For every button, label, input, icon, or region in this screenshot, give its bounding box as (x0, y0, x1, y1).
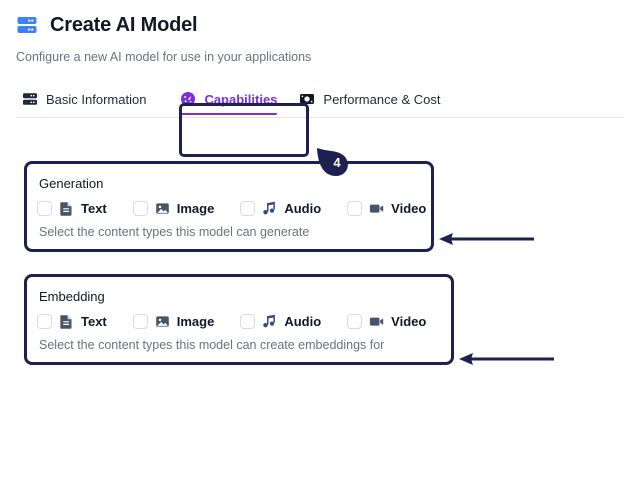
video-camera-icon (369, 314, 384, 329)
option-label: Video (391, 314, 427, 329)
active-tab-underline (180, 112, 278, 115)
tab-performance-cost[interactable]: Performance & Cost (293, 85, 454, 117)
annotation-step-badge: 4 (316, 147, 352, 177)
option-label: Text (81, 314, 107, 329)
option-label: Audio (284, 201, 322, 216)
image-icon (155, 314, 170, 329)
checkbox-embedding-image[interactable] (132, 314, 148, 329)
tab-label: Performance & Cost (323, 91, 441, 107)
tab-basic-information[interactable]: Basic Information (16, 85, 160, 117)
option-label: Text (81, 201, 107, 216)
gauge-icon (180, 91, 196, 107)
checkbox-embedding-text[interactable] (37, 314, 52, 329)
page-subtitle: Configure a new AI model for use in your… (16, 50, 312, 64)
tab-capabilities[interactable]: Capabilities (168, 85, 293, 117)
section-title: Embedding (39, 289, 105, 304)
section-embedding: Embedding Text (24, 274, 454, 365)
section-generation: Generation Text (24, 161, 434, 252)
server-icon (22, 91, 38, 107)
checkbox-generation-audio[interactable] (240, 201, 256, 216)
section-help-text: Select the content types this model can … (39, 338, 385, 352)
checkbox-embedding-audio[interactable] (240, 314, 256, 329)
database-icon (16, 14, 38, 36)
option-label: Audio (284, 314, 322, 329)
annotation-arrow-generation (438, 228, 538, 250)
music-note-icon (262, 201, 277, 216)
option-embedding-text[interactable]: Text (37, 314, 107, 329)
option-label: Image (176, 201, 215, 216)
banknote-icon (299, 91, 315, 107)
file-text-icon (59, 201, 74, 216)
section-help-text: Select the content types this model can … (39, 225, 310, 239)
option-generation-text[interactable]: Text (37, 201, 107, 216)
image-icon (155, 201, 170, 216)
tab-bar: Basic Information Capabilities Performan… (0, 65, 640, 118)
option-generation-video[interactable]: Video (347, 201, 426, 216)
option-embedding-video[interactable]: Video (347, 314, 426, 329)
option-label: Image (176, 314, 215, 329)
embedding-options: Text Image (37, 314, 439, 329)
tab-bar-divider (16, 117, 624, 118)
video-camera-icon (369, 201, 384, 216)
option-label: Video (391, 201, 427, 216)
checkbox-generation-image[interactable] (132, 201, 148, 216)
tab-label: Capabilities (204, 91, 278, 107)
checkbox-generation-text[interactable] (37, 201, 52, 216)
option-embedding-audio[interactable]: Audio (240, 314, 321, 329)
capabilities-sections: Generation Text (0, 117, 640, 365)
checkbox-embedding-video[interactable] (347, 314, 363, 329)
music-note-icon (262, 314, 277, 329)
page-title: Create AI Model (50, 14, 198, 36)
option-generation-audio[interactable]: Audio (240, 201, 321, 216)
section-title: Generation (39, 176, 104, 191)
step-badge-number: 4 (333, 154, 341, 170)
checkbox-generation-video[interactable] (347, 201, 363, 216)
file-text-icon (59, 314, 74, 329)
annotation-arrow-embedding (458, 348, 558, 370)
tab-label: Basic Information (46, 91, 147, 107)
page-header: Create AI Model (0, 0, 640, 36)
option-embedding-image[interactable]: Image (132, 314, 215, 329)
option-generation-image[interactable]: Image (132, 201, 215, 216)
generation-options: Text Image (37, 201, 426, 216)
